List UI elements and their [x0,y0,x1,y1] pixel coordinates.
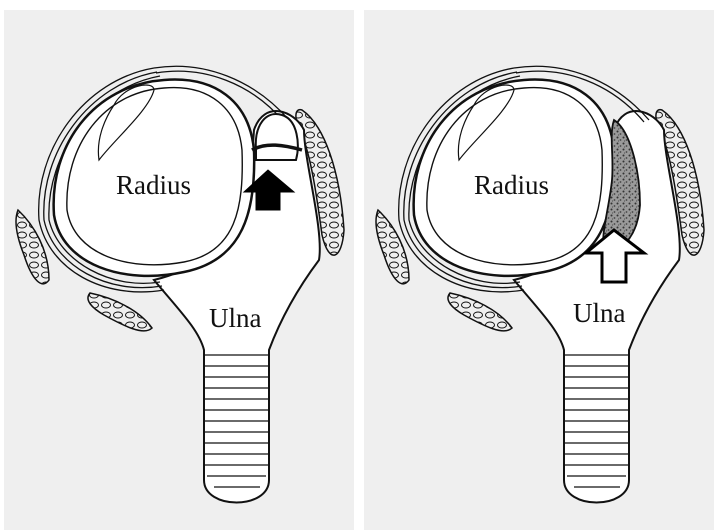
radius-label: Radius [116,172,191,199]
radius-label: Radius [474,172,549,199]
ulna-label: Ulna [209,305,261,332]
ulna-label: Ulna [573,300,625,327]
tissue-strip-bottom [448,293,512,331]
coronoid-process [256,114,298,160]
diagram-panel-lesion: Radius Ulna [364,10,714,530]
forearm-cross-section-right [364,10,714,530]
forearm-cross-section-left [4,10,354,530]
diagram-panel-fracture: Radius Ulna [4,10,354,530]
tissue-strip-bottom [88,293,152,331]
